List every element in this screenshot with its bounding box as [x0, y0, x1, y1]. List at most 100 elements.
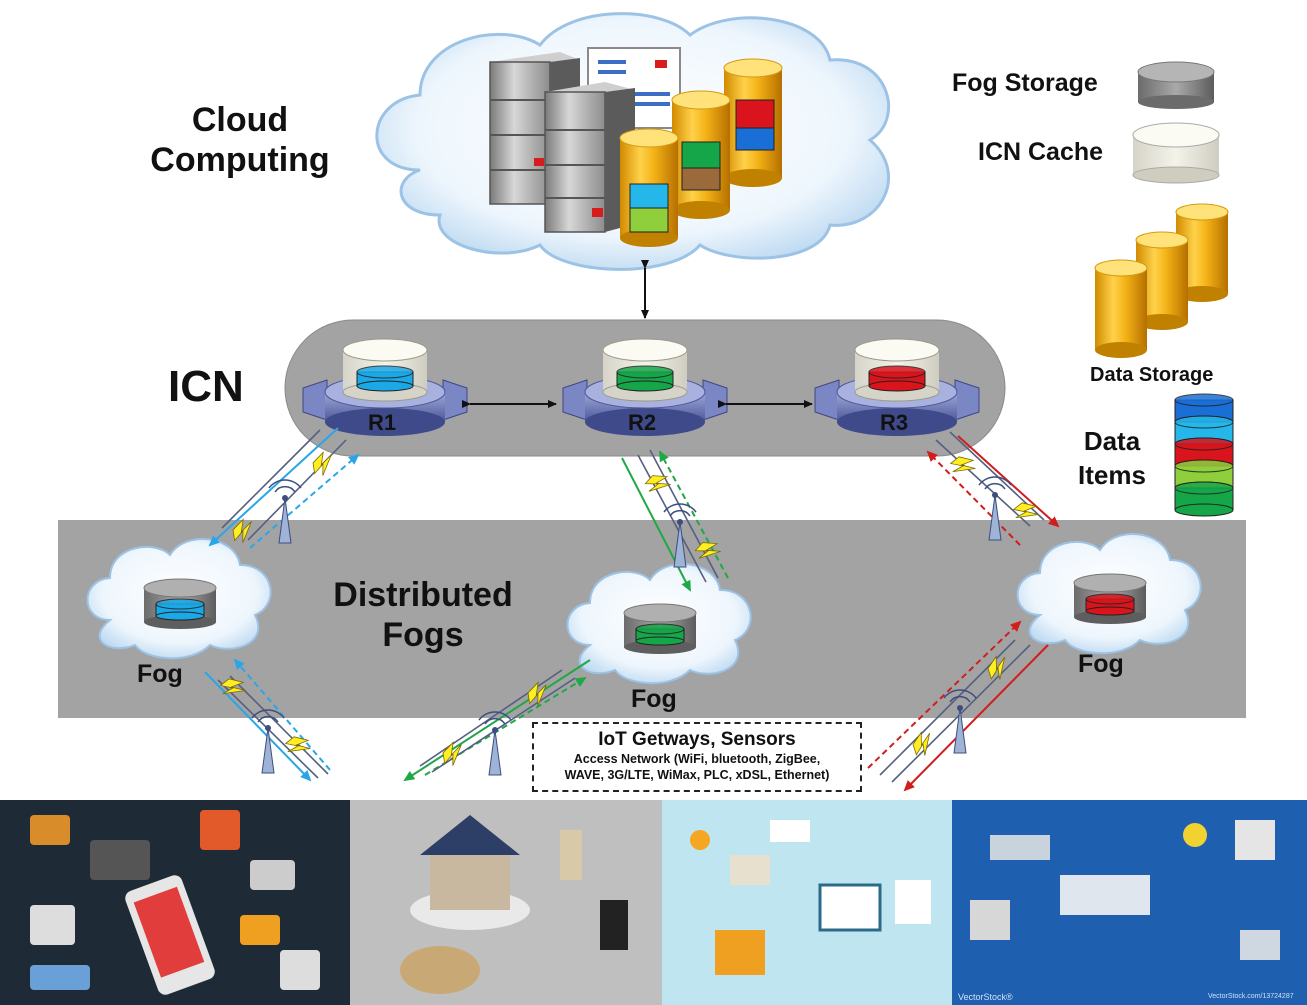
- icn-routers: [302, 338, 980, 436]
- cloud-title-line2: Computing: [150, 141, 330, 179]
- antenna-icon: [478, 711, 512, 776]
- iot-device-panels: [0, 800, 1307, 1005]
- wireless-links: [204, 427, 1060, 792]
- device-icon: [200, 810, 240, 850]
- cached-data-item: [356, 365, 414, 392]
- lightning-bolt-icon: [987, 655, 1006, 680]
- signal-line: [221, 429, 321, 529]
- cloud-computing-title: Cloud Computing: [140, 100, 340, 180]
- antenna-icon: [251, 709, 285, 774]
- tablet-icon: [600, 900, 628, 950]
- newspaper-icon: [895, 880, 931, 924]
- cloud-title-line1: Cloud: [191, 101, 289, 139]
- fog-data-item: [155, 598, 205, 621]
- device-icon: [240, 915, 280, 945]
- antenna-icon: [978, 476, 1012, 541]
- fog-node: [566, 563, 752, 685]
- data-storage-legend-icon: [1094, 203, 1229, 358]
- wireless-link: [659, 450, 729, 579]
- distributed-fogs-title: Distributed Fogs: [318, 575, 528, 655]
- wireless-link: [204, 671, 312, 782]
- device-icon: [90, 840, 150, 880]
- router-label-r2: R2: [628, 410, 657, 435]
- device-icon: [30, 965, 90, 990]
- distributed-line1: Distributed: [333, 576, 513, 614]
- fog-label-center: Fog: [631, 685, 677, 713]
- data-items-line1: Data: [1083, 426, 1141, 456]
- iot-gateways-title: IoT Getways, Sensors: [598, 729, 796, 750]
- lightning-bolt-icon: [912, 731, 931, 756]
- monitor-icon: [818, 883, 882, 932]
- lightning-bolt-icon: [949, 456, 976, 473]
- signal-line: [229, 675, 329, 775]
- lightning-bolt-icon: [312, 451, 332, 476]
- house-icon: [430, 850, 510, 910]
- signal-line: [419, 669, 563, 767]
- router-r2: [562, 338, 728, 436]
- wireless-link: [233, 658, 331, 771]
- wireless-link: [249, 453, 360, 549]
- fog-label-right: Fog: [1078, 650, 1124, 678]
- roof-icon: [420, 815, 520, 855]
- device-icon: [280, 950, 320, 990]
- fog-data-item: [635, 623, 685, 646]
- typewriter-icon: [730, 855, 770, 885]
- wireless-link: [926, 450, 1021, 546]
- fog-nodes: [86, 533, 1202, 685]
- router-label-r3: R3: [880, 410, 909, 435]
- lightning-bolt-icon: [232, 518, 252, 543]
- lightning-bolt-icon: [527, 681, 547, 706]
- cached-data-item: [868, 365, 926, 392]
- wireless-link: [903, 644, 1049, 792]
- car-icon: [400, 946, 480, 994]
- signal-line: [935, 439, 1031, 527]
- data-item-disc: [1174, 481, 1234, 517]
- fog-storage-legend-label: Fog Storage: [952, 69, 1098, 97]
- fog-data-item: [1085, 593, 1135, 616]
- access-network-line2: WAVE, 3G/LTE, WiMax, PLC, xDSL, Ethernet…: [564, 768, 830, 782]
- tv-icon: [715, 930, 765, 975]
- icn-cache-legend-label: ICN Cache: [978, 138, 1104, 166]
- lightning-bolt-icon: [284, 736, 311, 753]
- lightning-bolt-icon: [442, 741, 462, 766]
- device-icon: [250, 860, 295, 890]
- lightning-bolt-icon: [219, 678, 246, 695]
- cached-data-item: [616, 365, 674, 392]
- wireless-link: [403, 659, 591, 782]
- device-icon: [970, 900, 1010, 940]
- microphone-icon: [690, 830, 710, 850]
- lightning-bolt-icon: [694, 542, 721, 559]
- data-items-legend-label: Data Items: [1072, 424, 1152, 492]
- distributed-line2: Fogs: [382, 616, 464, 654]
- fog-storage-legend-icon: [1137, 61, 1215, 109]
- router-r3: [814, 338, 980, 436]
- phone-screen-icon: [133, 886, 205, 978]
- device-icon: [1240, 930, 1280, 960]
- signal-line: [649, 449, 719, 579]
- news-icon: [770, 820, 810, 842]
- fog-label-left: Fog: [137, 660, 183, 688]
- smart-devices-panel: [0, 800, 350, 1005]
- icn-title: ICN: [168, 362, 244, 411]
- lightning-bolt-icon: [1012, 502, 1039, 519]
- wireless-link: [621, 457, 691, 592]
- data-items-line2: Items: [1078, 460, 1146, 490]
- lightning-bolt-icon: [644, 475, 671, 492]
- machine-icon: [990, 835, 1050, 860]
- signal-line: [637, 454, 707, 583]
- antenna-icon: [663, 503, 697, 568]
- legend: [1094, 61, 1234, 517]
- router-label-r1: R1: [368, 410, 397, 435]
- data-storage-cylinder: [619, 128, 679, 247]
- device-icon: [30, 815, 70, 845]
- fog-node: [1016, 533, 1202, 655]
- data-items-legend-icon: [1174, 393, 1234, 517]
- laptop-icon: [1060, 875, 1150, 915]
- wireless-link: [208, 427, 339, 547]
- cloud-computing-group: [375, 12, 890, 271]
- icn-cache-legend-icon: [1132, 122, 1220, 184]
- smart-home-panel: [350, 800, 662, 1005]
- watermark-left: VectorStock®: [958, 992, 1013, 1002]
- device-icon: [30, 905, 75, 945]
